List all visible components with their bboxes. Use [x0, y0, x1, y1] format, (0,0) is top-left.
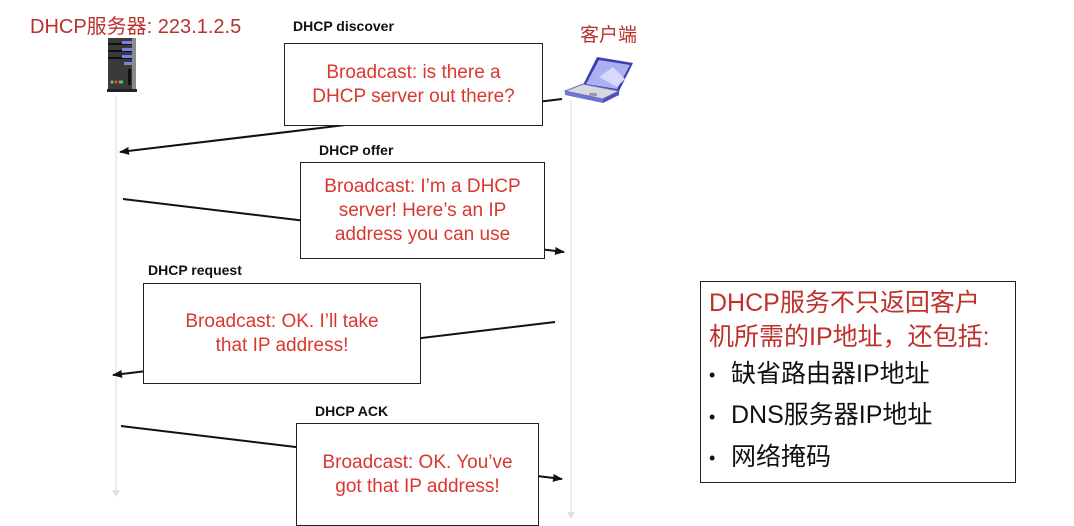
msg-text-line: server! Here’s an IP [338, 199, 507, 221]
msg-box-request: Broadcast: OK. I’ll take that IP address… [143, 283, 421, 384]
msg-label-discover: DHCP discover [293, 18, 394, 34]
client-timeline-end [567, 512, 575, 519]
note-item-netmask: • 网络掩码 [709, 437, 1007, 478]
msg-box-ack: Broadcast: OK. You’ve got that IP addres… [296, 423, 539, 526]
note-item-dns-server: • DNS服务器IP地址 [709, 395, 1007, 436]
msg-text-line: that IP address! [215, 334, 349, 356]
msg-label-offer: DHCP offer [319, 142, 394, 158]
dhcp-info-note: DHCP服务不只返回客户 机所需的IP地址，还包括: • 缺省路由器IP地址 • D… [700, 281, 1016, 483]
msg-text-line: Broadcast: OK. You’ve [322, 451, 513, 473]
bullet-icon: • [709, 365, 716, 386]
laptop-icon [563, 55, 635, 107]
msg-text-line: Broadcast: is there a [326, 61, 501, 83]
bullet-icon: • [709, 448, 716, 469]
note-title-line: 机所需的IP地址，还包括: [709, 323, 990, 351]
server-label: DHCP服务器: 223.1.2.5 [30, 16, 242, 38]
note-item-text: DNS服务器IP地址 [731, 401, 933, 430]
note-title-line: DHCP服务不只返回客户 [709, 289, 980, 317]
msg-text-line: got that IP address! [335, 475, 500, 497]
msg-box-discover: Broadcast: is there a DHCP server out th… [284, 43, 543, 126]
note-item-text: 网络掩码 [731, 442, 832, 471]
msg-text-line: DHCP server out there? [312, 85, 515, 107]
msg-text-line: Broadcast: OK. I’ll take [185, 310, 379, 332]
server-icon [104, 37, 138, 93]
server-timeline-end [112, 490, 120, 497]
note-item-text: 缺省路由器IP地址 [731, 360, 930, 388]
note-item-default-router: • 缺省路由器IP地址 [709, 354, 1007, 395]
client-label: 客户端 [580, 25, 638, 46]
msg-label-request: DHCP request [148, 262, 242, 278]
msg-text-line: Broadcast: I’m a DHCP [324, 175, 521, 197]
msg-box-offer: Broadcast: I’m a DHCP server! Here’s an … [300, 162, 545, 259]
msg-text-line: address you can use [334, 223, 511, 245]
msg-label-ack: DHCP ACK [315, 403, 389, 419]
bullet-icon: • [709, 406, 716, 427]
